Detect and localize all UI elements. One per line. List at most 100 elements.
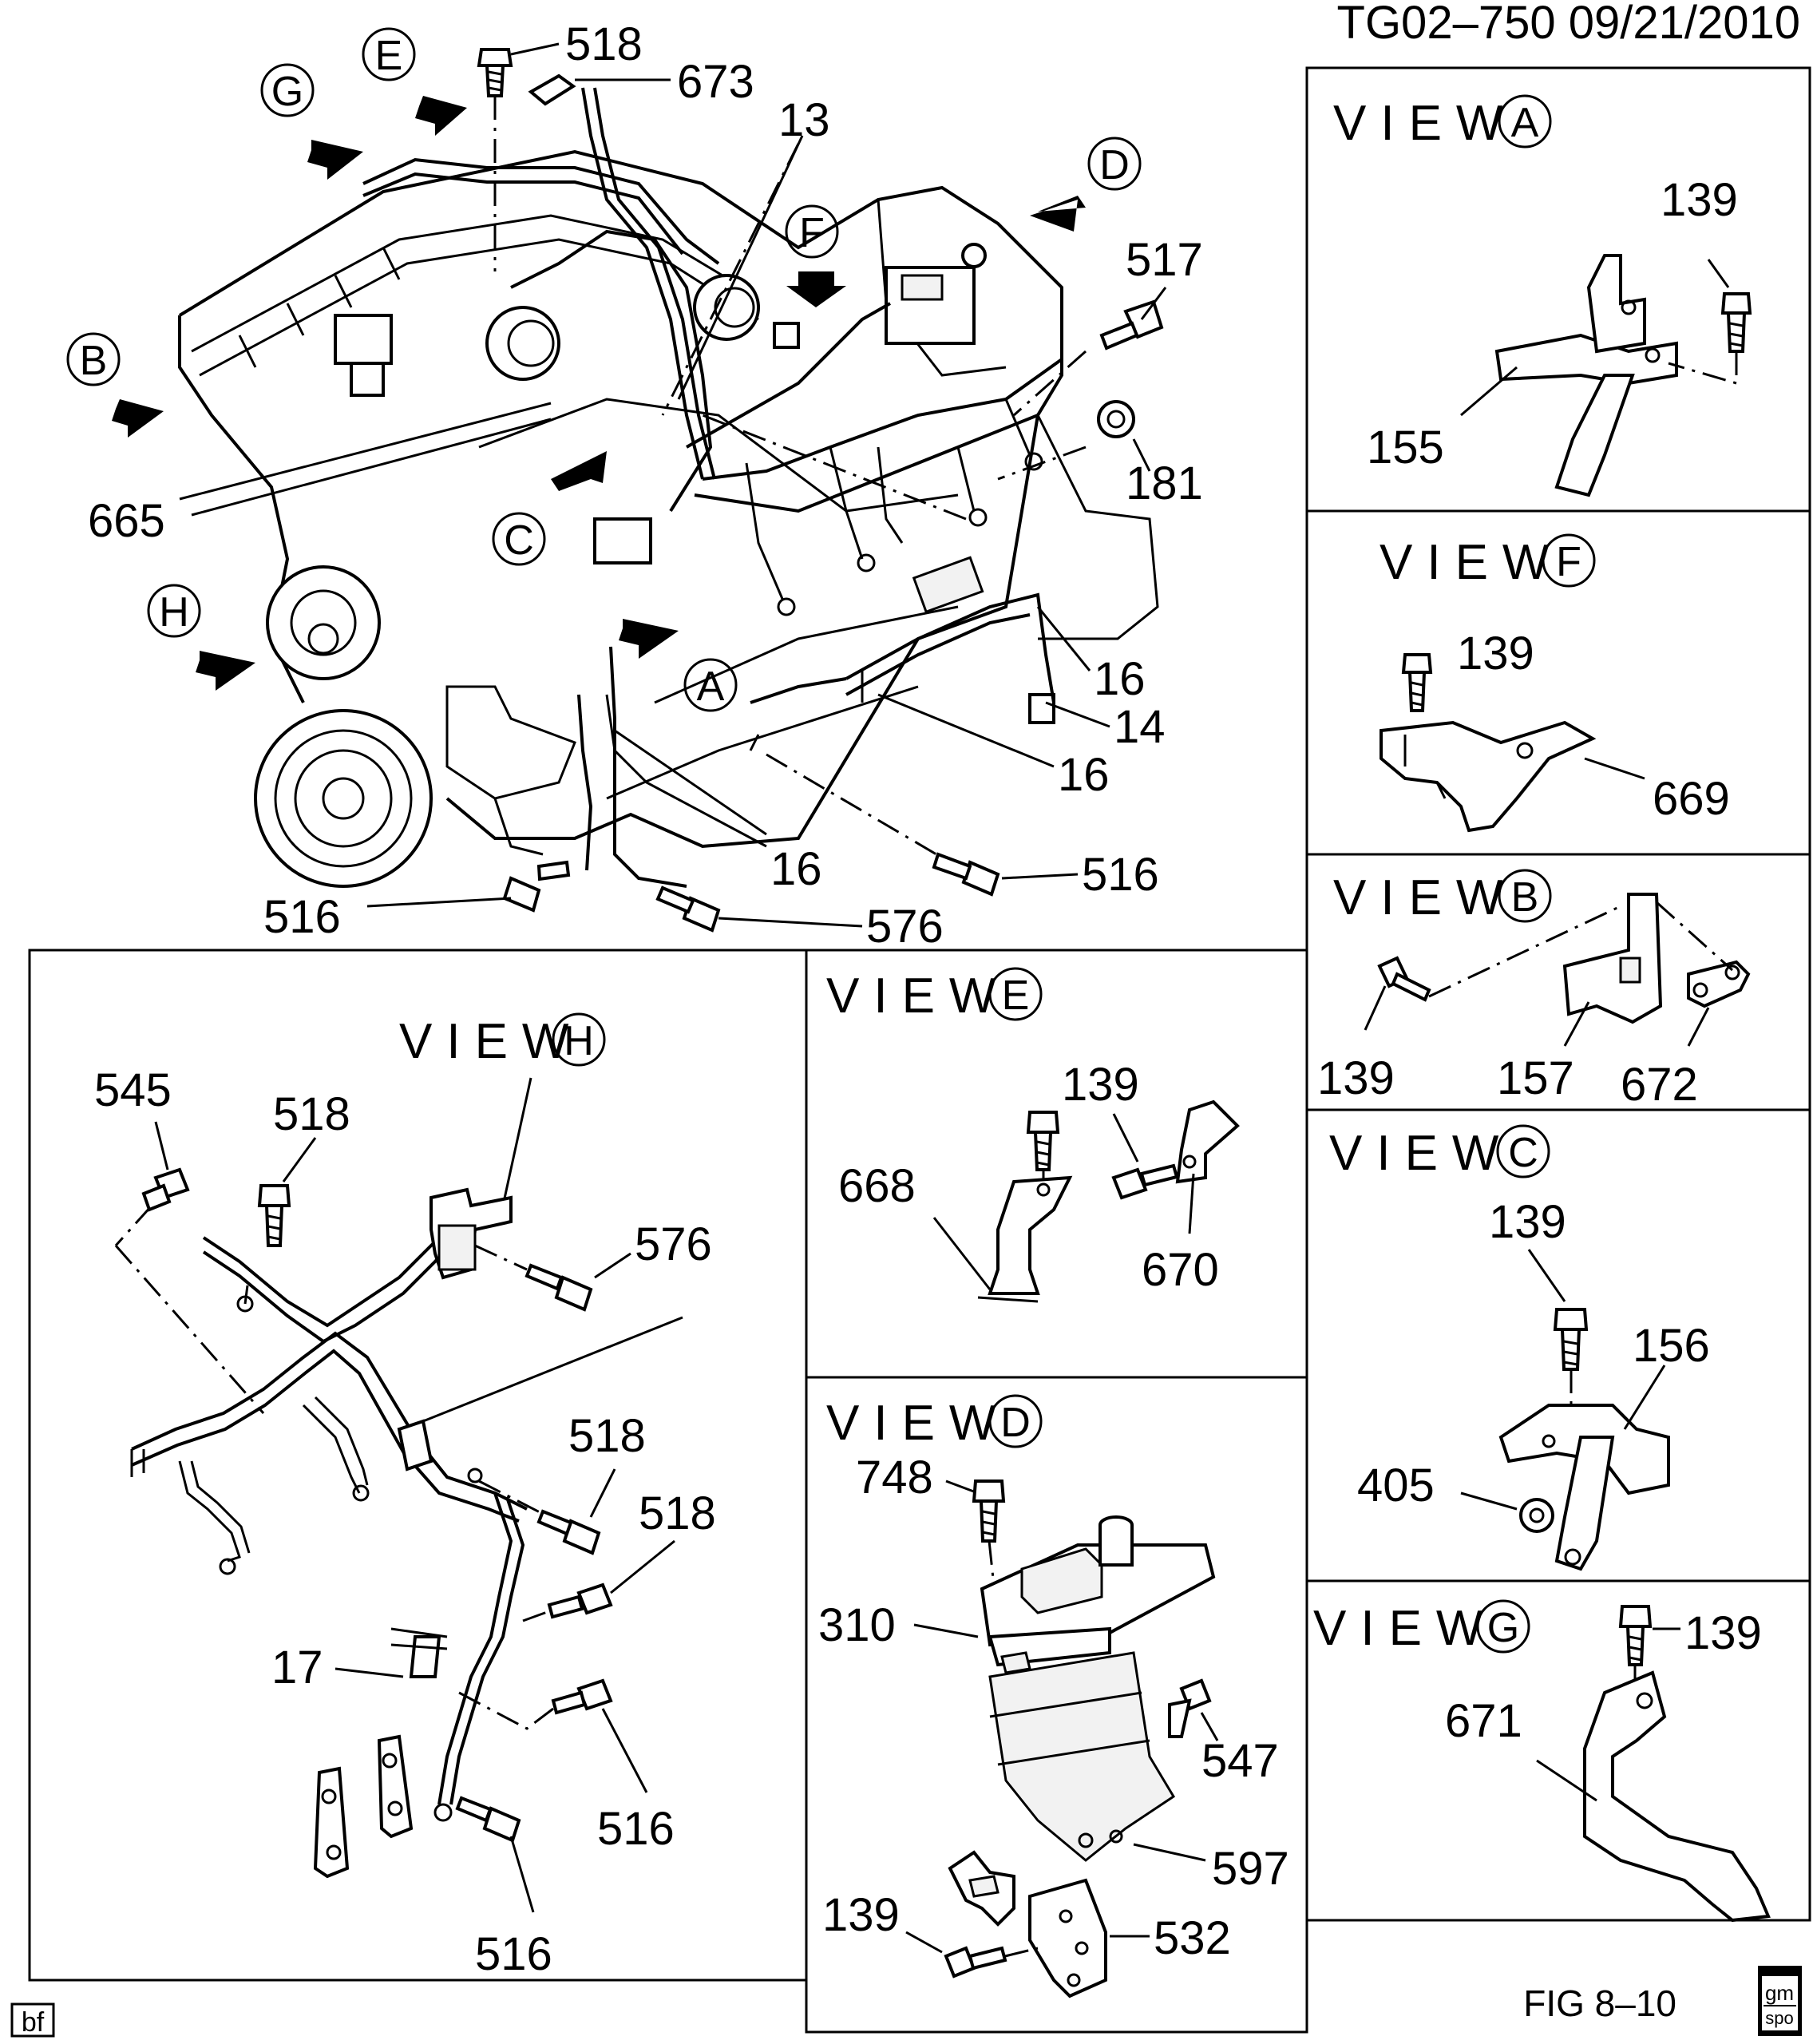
view-g: VIEW G 139 671 bbox=[1313, 1599, 1771, 1923]
bolt-516-right bbox=[932, 852, 1000, 897]
marker-d: D bbox=[1099, 142, 1130, 188]
view-h-title: VIEW bbox=[399, 1014, 583, 1069]
view-a-title: VIEW bbox=[1333, 96, 1517, 151]
nut-181 bbox=[1097, 400, 1135, 438]
clip-673 bbox=[528, 73, 576, 106]
main-fasteners bbox=[477, 48, 1164, 933]
callout-14: 14 bbox=[1114, 701, 1166, 753]
view-g-bolt-139 bbox=[1618, 1605, 1653, 1628]
view-d-bracket-532 bbox=[1028, 1878, 1107, 1998]
view-c-callout-156: 156 bbox=[1633, 1320, 1710, 1372]
view-h-callout-516-upper: 516 bbox=[597, 1803, 675, 1855]
view-d-callout-532: 532 bbox=[1154, 1912, 1231, 1964]
view-d-bolt-139 bbox=[944, 1946, 976, 1979]
view-f-bolt-139 bbox=[1401, 653, 1433, 674]
view-h-bolt-518-low bbox=[576, 1583, 613, 1615]
bolt-518 bbox=[477, 48, 513, 97]
view-a: VIEW A 139 155 bbox=[1333, 94, 1752, 497]
view-c-callout-139: 139 bbox=[1489, 1196, 1566, 1248]
callout-16-a: 16 bbox=[1094, 653, 1146, 705]
panel-view-h bbox=[28, 949, 808, 1982]
view-a-letter: A bbox=[1511, 100, 1539, 146]
view-d-letter: D bbox=[1000, 1400, 1031, 1446]
view-a-bolt-139 bbox=[1720, 292, 1752, 315]
view-c-bolt-139 bbox=[1553, 1308, 1589, 1331]
view-e-letter: E bbox=[1002, 972, 1030, 1019]
view-a-callout-139: 139 bbox=[1661, 174, 1738, 226]
callout-181: 181 bbox=[1126, 458, 1203, 509]
marker-f: F bbox=[799, 210, 825, 256]
footer: bf FIG 8–10 gm spo bbox=[10, 1966, 1802, 2038]
crank-pulley bbox=[254, 709, 433, 888]
footer-badge: bf bbox=[22, 2007, 45, 2038]
view-h-clip-17 bbox=[409, 1635, 441, 1678]
callout-518: 518 bbox=[565, 18, 643, 70]
view-h-bolt-518-top bbox=[257, 1184, 291, 1207]
view-h-callout-518-low: 518 bbox=[639, 1487, 716, 1539]
marker-g: G bbox=[271, 69, 303, 115]
view-e-callout-668: 668 bbox=[838, 1160, 916, 1212]
arrow-e bbox=[415, 96, 467, 136]
view-h-callout-17: 17 bbox=[271, 1642, 323, 1693]
view-e-bolt-upper bbox=[1026, 1111, 1060, 1134]
callout-516-left: 516 bbox=[263, 891, 341, 943]
view-d-callout-597: 597 bbox=[1212, 1843, 1289, 1895]
view-b-bracket-157 bbox=[1562, 893, 1663, 1024]
view-h-bolt-576 bbox=[554, 1275, 593, 1312]
arrow-c bbox=[619, 619, 679, 659]
view-c-title: VIEW bbox=[1329, 1126, 1513, 1181]
view-h-strap-right bbox=[377, 1734, 414, 1839]
view-d-title: VIEW bbox=[826, 1396, 1010, 1451]
view-a-bracket-155 bbox=[1494, 333, 1678, 386]
logo-top-text: gm bbox=[1765, 1981, 1794, 2005]
view-f-letter: F bbox=[1556, 539, 1581, 585]
view-e-bracket-668 bbox=[988, 1175, 1073, 1295]
view-e: VIEW E 139 668 670 bbox=[826, 967, 1240, 1303]
view-b-title: VIEW bbox=[1333, 870, 1517, 925]
callout-665: 665 bbox=[88, 495, 165, 547]
callout-16-c: 16 bbox=[770, 843, 822, 895]
marker-e: E bbox=[375, 33, 403, 79]
marker-b: B bbox=[80, 338, 108, 384]
view-c-letter: C bbox=[1508, 1130, 1538, 1176]
view-g-callout-139: 139 bbox=[1684, 1607, 1762, 1659]
arrow-b bbox=[112, 399, 164, 438]
view-b-callout-157: 157 bbox=[1497, 1052, 1574, 1104]
view-a-callout-155: 155 bbox=[1367, 422, 1444, 473]
view-d-callout-748: 748 bbox=[856, 1452, 933, 1503]
view-h-callout-576: 576 bbox=[635, 1218, 712, 1270]
logo-bottom-text: spo bbox=[1765, 2008, 1793, 2028]
water-pump-pulley bbox=[266, 565, 381, 680]
view-c: VIEW C 139 156 405 bbox=[1329, 1124, 1710, 1571]
arrow-h bbox=[196, 651, 255, 691]
view-d: VIEW D 748 310 597 547 532 bbox=[818, 1394, 1289, 1998]
view-e-callout-670: 670 bbox=[1142, 1244, 1219, 1296]
marker-h: H bbox=[159, 589, 189, 636]
footer-badge-box bbox=[10, 2002, 55, 2038]
view-d-bolt-748 bbox=[972, 1480, 1006, 1503]
view-h-strap-left bbox=[313, 1766, 350, 1879]
view-h-letter: H bbox=[564, 1018, 594, 1064]
view-markers: E G D F B C H A bbox=[66, 27, 1142, 712]
engine-illustration bbox=[178, 87, 1159, 888]
callout-516-right: 516 bbox=[1082, 849, 1159, 901]
arrow-d bbox=[1030, 196, 1086, 232]
view-e-bracket-670 bbox=[1175, 1099, 1240, 1184]
view-f-callout-669: 669 bbox=[1653, 773, 1730, 825]
view-b: VIEW B 139 157 672 bbox=[1317, 869, 1751, 1111]
view-f-bracket-669 bbox=[1380, 720, 1597, 833]
panel-frames bbox=[28, 66, 1811, 2034]
marker-c: C bbox=[504, 517, 534, 564]
view-h-callout-516-lower: 516 bbox=[475, 1928, 552, 1980]
view-e-callout-139: 139 bbox=[1062, 1059, 1139, 1111]
view-h-callout-518-mid: 518 bbox=[568, 1410, 646, 1462]
bolt-516-left bbox=[502, 860, 571, 913]
view-f-callout-139: 139 bbox=[1457, 628, 1534, 679]
view-h: VIEW H bbox=[94, 1012, 716, 1980]
callout-576: 576 bbox=[866, 901, 944, 953]
marker-a: A bbox=[697, 664, 725, 710]
figure-number: FIG 8–10 bbox=[1523, 1983, 1676, 2024]
view-d-bracket-597 bbox=[988, 1651, 1176, 1862]
callout-16-b: 16 bbox=[1058, 749, 1110, 801]
